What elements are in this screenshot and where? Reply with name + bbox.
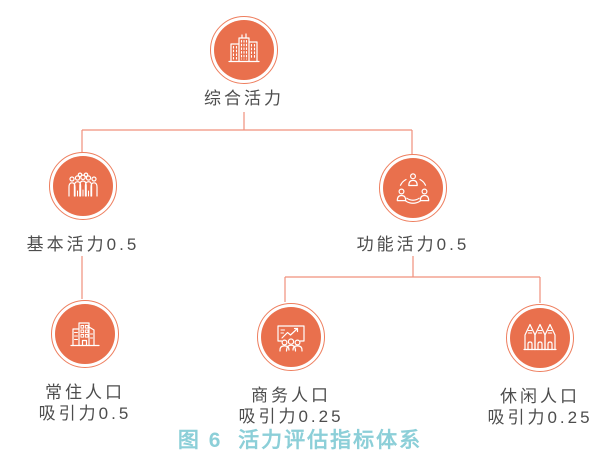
- node-disc: [383, 158, 443, 218]
- presentation-chart-icon: [277, 325, 305, 352]
- node-label-line1: 常住人口: [44, 383, 125, 402]
- node-basic-vitality-label: 基本活力0.5: [26, 235, 140, 254]
- node-functional-vitality: 功能活力0.5: [333, 154, 493, 255]
- node-business-population: 商务人口 吸引力0.25: [211, 303, 371, 427]
- node-comprehensive-vitality: 综合活力: [164, 16, 324, 109]
- node-label-line1: 商务人口: [251, 386, 331, 405]
- figure-caption: 图 6 活力评估指标体系: [177, 429, 423, 452]
- node-disc: [510, 308, 570, 368]
- node-ring: [210, 16, 278, 84]
- people-network-icon: [396, 173, 430, 204]
- node-ring: [51, 300, 119, 368]
- node-ring: [506, 304, 574, 372]
- node-label-line2: 吸引力0.5: [38, 404, 132, 423]
- node-basic-vitality: 基本活力0.5: [3, 152, 163, 255]
- node-leisure-population-label: 休闲人口 吸引力0.25: [487, 386, 592, 428]
- node-disc: [261, 307, 321, 367]
- node-label-line2: 吸引力0.25: [238, 407, 344, 426]
- node-comprehensive-vitality-label: 综合活力: [204, 89, 284, 108]
- crowd-icon: [68, 172, 98, 197]
- apartment-buildings-icon: [70, 322, 100, 347]
- row-houses-icon: [523, 323, 557, 351]
- node-disc: [55, 304, 115, 364]
- node-leisure-population: 休闲人口 吸引力0.25: [460, 304, 600, 428]
- node-ring: [379, 154, 447, 222]
- node-label-line1: 休闲人口: [500, 387, 580, 406]
- node-resident-population-label: 常住人口 吸引力0.5: [39, 382, 132, 424]
- node-disc: [214, 20, 274, 80]
- city-buildings-icon: [228, 33, 260, 63]
- node-label-line2: 吸引力0.25: [487, 408, 593, 427]
- node-resident-population: 常住人口 吸引力0.5: [5, 300, 165, 424]
- node-disc: [53, 156, 113, 216]
- node-ring: [257, 303, 325, 371]
- node-ring: [49, 152, 117, 220]
- node-business-population-label: 商务人口 吸引力0.25: [238, 385, 343, 427]
- node-functional-vitality-label: 功能活力0.5: [356, 235, 470, 254]
